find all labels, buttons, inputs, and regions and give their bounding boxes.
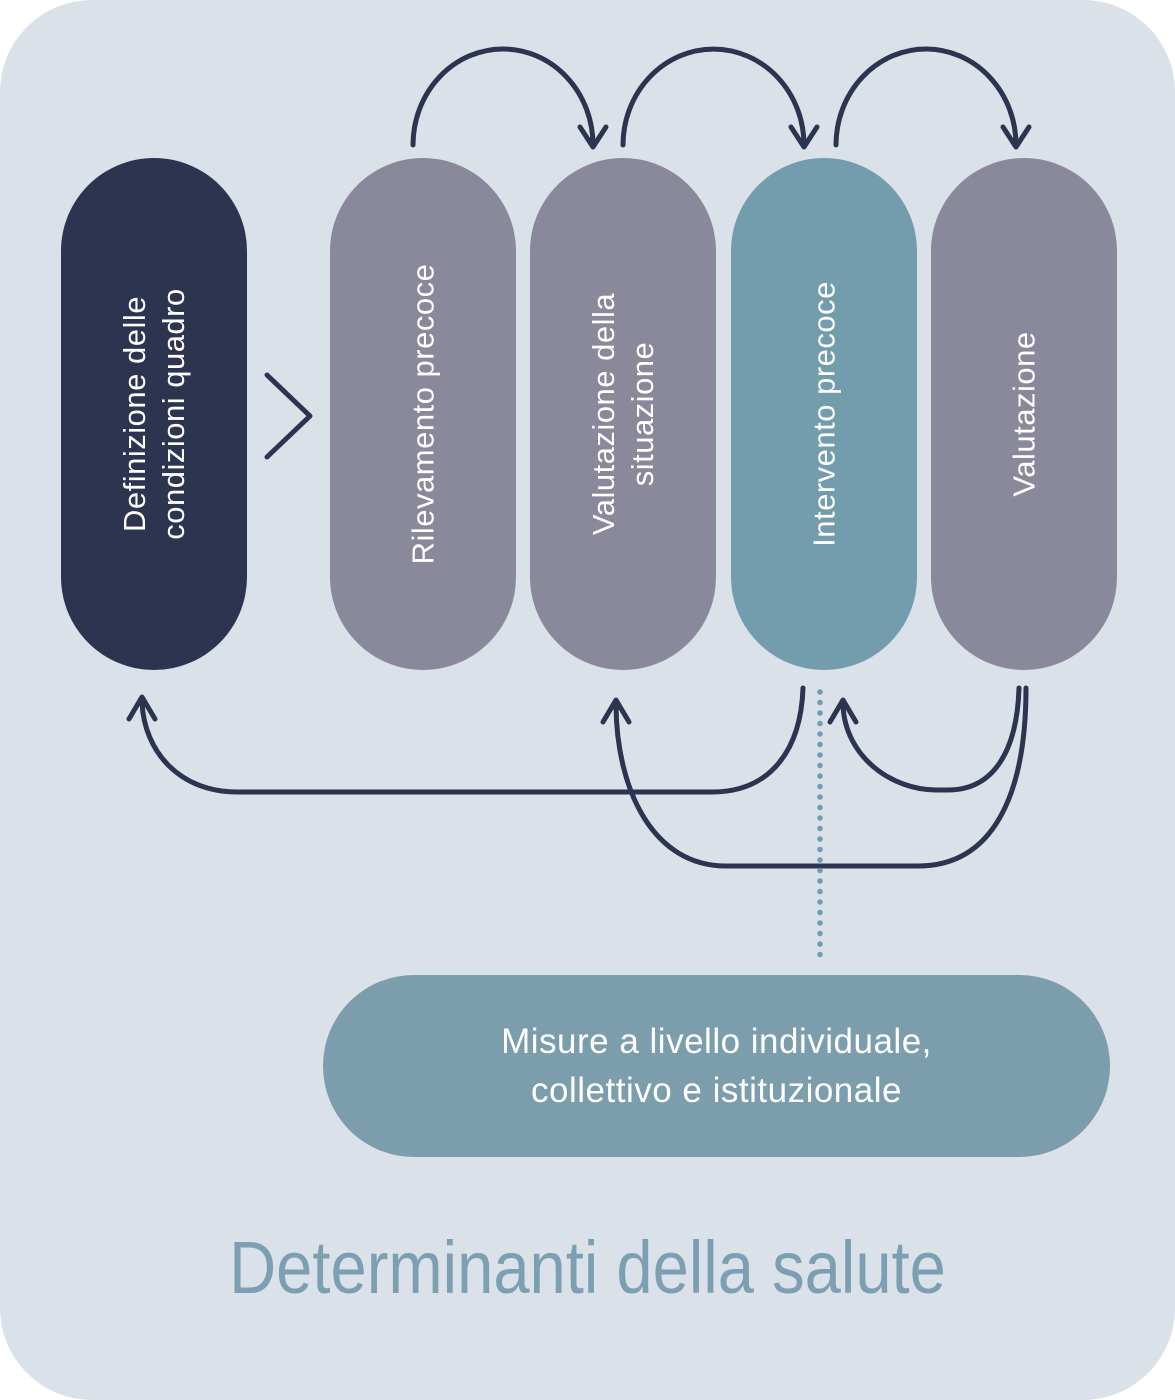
capsule-label: Definizione delle condizioni quadro [117,288,191,540]
diagram-title: Determinanti della salute [229,1226,946,1309]
capsule-valutazione-della-situazione: Valutazione della situazione [530,158,716,670]
measures-pill: Misure a livello individuale, collettivo… [323,975,1110,1157]
arc-arrow-intervento-to-valutazione [833,46,1032,150]
capsule-label: Valutazione [1006,331,1042,497]
capsule-label: Intervento precoce [806,281,842,547]
arc-arrow-valutazione-situazione-to-intervento [620,46,820,150]
feedback-arrow-intervento-to-definizione [126,685,806,795]
capsule-label: Valutazione della situazione [586,292,660,536]
feedback-arrow-valutazione-to-valutazione-situazione [600,685,1029,869]
capsule-label: Rilevamento precoce [405,263,441,565]
arc-arrow-rilevamento-to-valutazione-situazione [410,46,609,150]
capsule-intervento-precoce: Intervento precoce [731,158,917,670]
capsule-definizione-condizioni-quadro: Definizione delle condizioni quadro [61,158,247,670]
measures-pill-label: Misure a livello individuale, collettivo… [501,1022,932,1110]
capsule-valutazione: Valutazione [931,158,1117,670]
feedback-arrow-valutazione-to-intervento [827,685,1022,793]
capsule-rilevamento-precoce: Rilevamento precoce [330,158,516,670]
chevron-right-icon [264,372,313,460]
